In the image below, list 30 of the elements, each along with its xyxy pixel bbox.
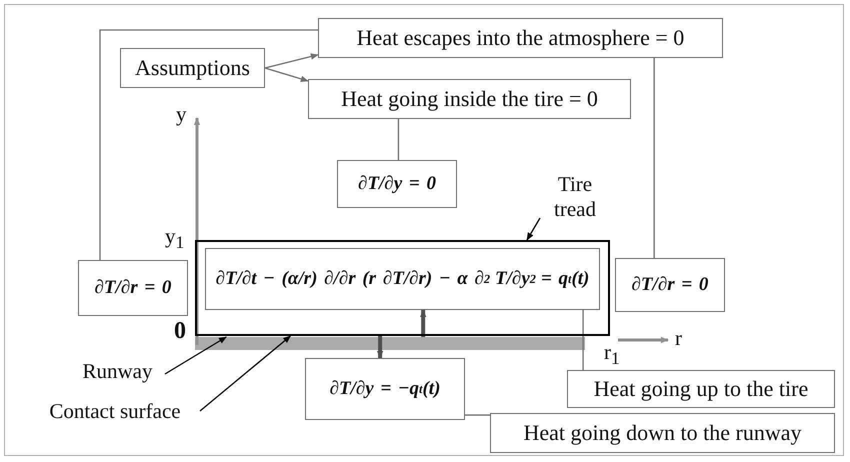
arrow [376,336,384,359]
arrow [264,53,319,69]
axis-label: 0 [174,318,186,345]
equation-box: ∂T/∂y = 0 [337,160,457,208]
axis-label: y [176,102,186,127]
connector-line [465,414,490,416]
leader-line [526,218,541,241]
axis-label: r [675,326,682,351]
equation-box: ∂T/∂r = 0 [615,258,725,312]
arrow [420,309,426,337]
axis-label: r$_{1}$ [604,340,620,370]
connector-line [582,310,584,370]
text-box: Heat escapes into the atmosphere = 0 [318,18,723,58]
text-box: Heat going inside the tire = 0 [308,79,631,119]
annotation-text: Runway [70,356,165,386]
connector-line [654,58,655,258]
runway-bar [195,337,585,350]
text-box: Heat going up to the tire [567,370,835,408]
assumptions-box: Assumptions [120,48,265,88]
text-box: Heat going down to the runway [490,413,835,453]
tire-tread-rectangle [195,240,610,336]
annotation-text: Tire tread [540,172,610,222]
annotation-text: Contact surface [30,396,200,426]
connector-line [398,119,400,160]
connector-line [99,29,318,260]
leader-line [164,336,227,375]
equation-box: ∂T/∂r = 0 [78,260,188,316]
axis-label: y$_{1}$ [165,224,184,254]
arrow [264,67,309,82]
leader-line [200,336,292,412]
